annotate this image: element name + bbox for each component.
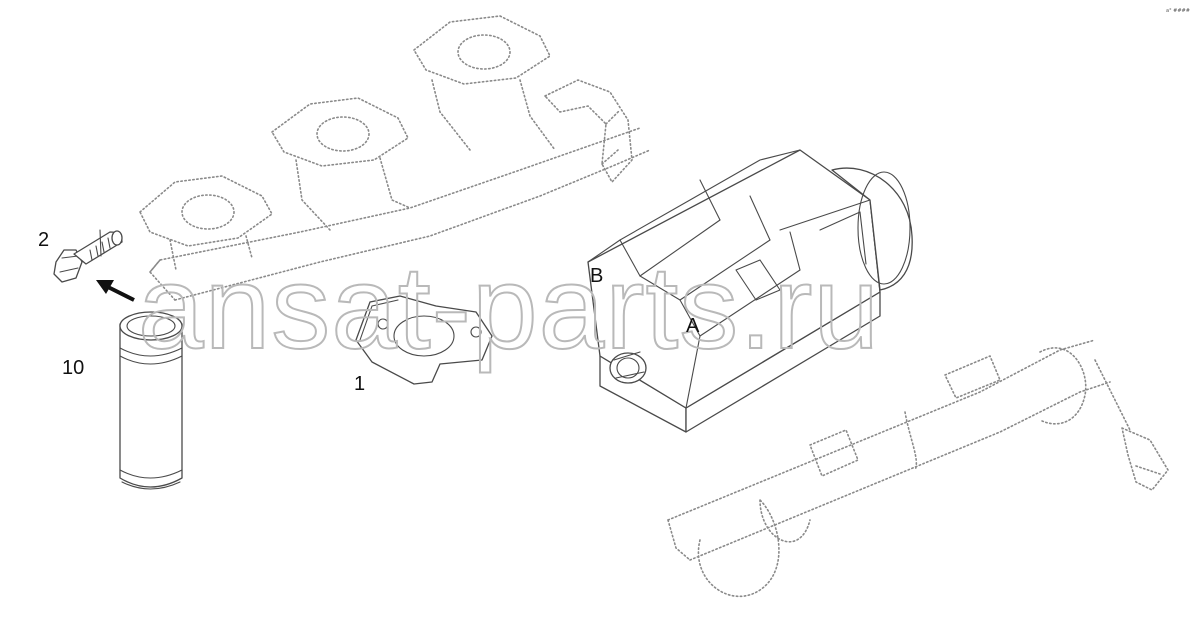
exhaust-manifold-phantom: [139, 15, 651, 301]
part-label-1: 1: [354, 373, 365, 395]
point-label-b: B: [590, 265, 603, 287]
bolt-part-2: [53, 229, 123, 283]
part-label-10: 10: [62, 357, 84, 379]
corner-mark: a° ####: [1166, 8, 1190, 14]
watermark: ansat-parts.ru: [138, 242, 880, 374]
engine-block: [587, 149, 913, 433]
exhaust-pipe-phantom: [667, 339, 1169, 598]
gasket-part-1: [355, 295, 493, 385]
part-label-2: 2: [38, 229, 49, 251]
point-label-a: A: [686, 315, 700, 337]
sleeve-part-10: [119, 311, 183, 490]
direction-arrow: [96, 280, 135, 302]
